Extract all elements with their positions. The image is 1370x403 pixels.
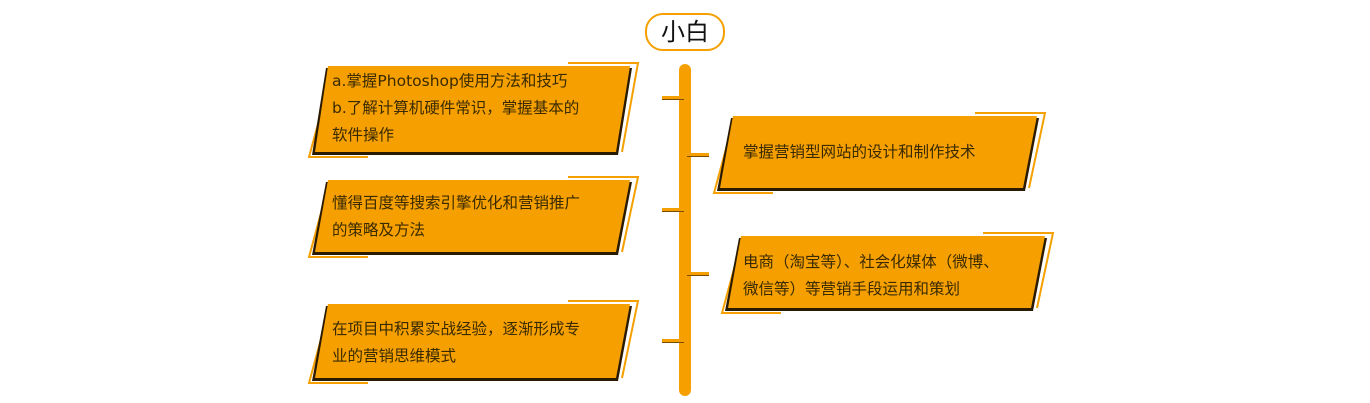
connector-tick (662, 96, 684, 100)
connector-tick (662, 339, 684, 343)
card-shape (307, 176, 640, 258)
card-body (315, 180, 630, 252)
card-line: 懂得百度等搜索引擎优化和营销推广 (332, 194, 581, 212)
accent-line (975, 112, 1047, 189)
connector-tick (687, 153, 709, 157)
accent-line (983, 232, 1055, 309)
card-shape (307, 300, 640, 384)
root-node-title: 小白 (645, 13, 725, 51)
card-body (315, 66, 630, 152)
accent-line (568, 176, 640, 253)
card-line: a.掌握Photoshop使用方法和技巧 (332, 72, 568, 90)
skill-card-right-2: 电商（淘宝等）、社会化媒体（微博、 微信等）等营销手段运用和策划 (720, 230, 1055, 316)
skill-card-left-1: a.掌握Photoshop使用方法和技巧 b.了解计算机硬件常识，掌握基本的 软… (307, 60, 640, 160)
skill-card-left-3: 在项目中积累实战经验，逐渐形成专 业的营销思维模式 (307, 298, 640, 386)
card-line: 业的营销思维模式 (332, 347, 457, 365)
accent-line (568, 62, 640, 153)
card-line: 的策略及方法 (332, 221, 426, 239)
card-line: 在项目中积累实战经验，逐渐形成专 (332, 320, 581, 338)
card-line: 微信等）等营销手段运用和策划 (743, 280, 961, 298)
card-line: 电商（淘宝等）、社会化媒体（微博、 (743, 253, 999, 271)
card-body (728, 236, 1045, 308)
card-body (720, 116, 1037, 188)
timeline-spine (679, 64, 691, 396)
card-shape (307, 62, 640, 158)
connector-tick (662, 208, 684, 212)
accent-line (568, 300, 640, 379)
card-line: 掌握营销型网站的设计和制作技术 (743, 143, 976, 161)
skill-card-right-1: 掌握营销型网站的设计和制作技术 (712, 110, 1047, 196)
card-body (315, 304, 630, 378)
card-line: b.了解计算机硬件常识，掌握基本的 (332, 99, 580, 117)
card-line: 软件操作 (332, 126, 395, 144)
card-shape (712, 112, 1047, 194)
skill-card-left-2: 懂得百度等搜索引擎优化和营销推广 的策略及方法 (307, 174, 640, 260)
connector-tick (687, 272, 709, 276)
card-shape (720, 232, 1055, 314)
